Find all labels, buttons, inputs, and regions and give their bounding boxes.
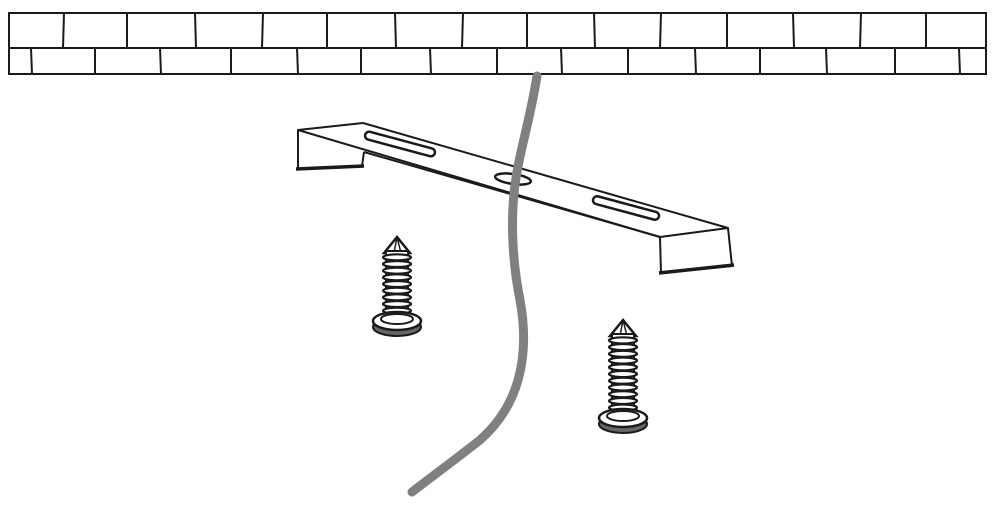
brick-joint — [958, 47, 961, 75]
screw-thread — [607, 356, 639, 365]
brick-row-bottom — [30, 47, 961, 75]
power-cable-icon — [407, 71, 542, 497]
screw-thread — [607, 396, 639, 406]
screw-thread — [381, 266, 413, 275]
brick-joint — [62, 12, 65, 49]
brick-joint — [825, 47, 828, 75]
brick-joint — [429, 47, 432, 75]
screw-thread — [381, 279, 413, 289]
screw-thread — [607, 376, 639, 385]
brick-joint — [593, 12, 596, 49]
brick-joint — [859, 12, 862, 49]
screw-thread — [607, 369, 639, 379]
screw-thread — [607, 363, 639, 372]
screw-thread — [607, 349, 639, 358]
bracket-left-flange-edge — [295, 164, 365, 171]
mounting-screw-icon — [371, 235, 423, 337]
screw-thread — [607, 336, 639, 345]
brick-ceiling-icon — [8, 12, 987, 75]
brick-joint — [296, 47, 299, 75]
screw-thread — [381, 299, 413, 309]
screw-thread — [607, 383, 639, 392]
screw-thread — [381, 286, 413, 295]
brick-joint — [194, 12, 197, 49]
bracket-slot-right — [591, 194, 661, 222]
brick-joint — [694, 47, 697, 75]
brick-joint — [461, 12, 464, 49]
screw-thread — [607, 342, 639, 352]
brick-joint — [30, 47, 33, 75]
brick-row-top — [62, 12, 927, 49]
brick-joint — [792, 12, 795, 49]
screw-thread — [381, 253, 413, 262]
screw-thread — [381, 273, 413, 282]
screw-thread — [381, 293, 413, 302]
brick-joint — [159, 47, 162, 75]
screw-thread — [381, 259, 413, 269]
brick-joint — [394, 12, 397, 49]
screw-head-rim — [606, 410, 640, 422]
brick-joint — [560, 47, 563, 75]
bracket-right-flange-edge — [658, 263, 735, 275]
screw-thread — [607, 390, 639, 399]
screw-head-rim — [380, 313, 414, 325]
mounting-screw-icon — [597, 318, 649, 434]
brick-joint — [261, 12, 264, 49]
bracket-slot-left — [363, 130, 437, 158]
brick-joint — [659, 12, 662, 49]
